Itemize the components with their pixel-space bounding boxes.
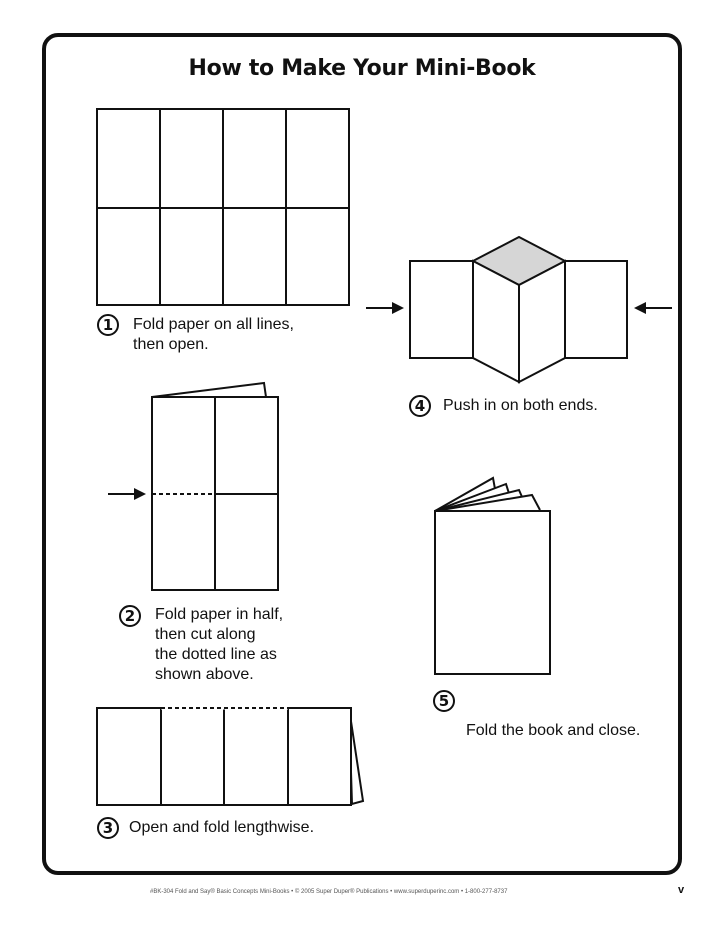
caption-line: then cut along [155, 626, 256, 643]
page-border [42, 33, 682, 875]
caption-line: Fold the book and close. [466, 722, 641, 739]
step3-lengthwise-diagram [96, 706, 365, 806]
step1-caption: Fold paper on all lines, then open. [133, 315, 294, 355]
step4-left-arrow-icon [366, 302, 404, 314]
step4-caption: Push in on both ends. [443, 396, 598, 416]
step3-caption: Open and fold lengthwise. [129, 818, 314, 838]
step-number-badge: 5 [433, 690, 455, 712]
step2-arrow-icon [108, 488, 146, 500]
step1-folded-sheet-diagram [96, 108, 350, 306]
step-number-badge: 1 [97, 314, 119, 336]
caption-line: Push in on both ends. [443, 397, 598, 414]
caption-line: Fold paper in half, [155, 606, 284, 623]
caption-line: Open and fold lengthwise. [129, 819, 315, 836]
caption-line: Fold paper on all lines, [133, 316, 294, 333]
page-title: How to Make Your Mini-Book [188, 56, 536, 81]
caption-line: then open. [133, 336, 209, 353]
step4-right-arrow-icon [634, 302, 672, 314]
step2-half-fold-diagram [151, 381, 279, 591]
step-number-badge: 2 [119, 605, 141, 627]
step2-caption: Fold paper in half, then cut along the d… [155, 605, 283, 685]
caption-line: the dotted line as [155, 646, 277, 663]
page-number: v [678, 884, 685, 896]
step-number-badge: 4 [409, 395, 431, 417]
step5-book-diagram [434, 476, 551, 675]
caption-line: shown above. [155, 666, 254, 683]
step-number-badge: 3 [97, 817, 119, 839]
step4-push-diagram [409, 235, 628, 384]
footer-credits: #BK-304 Fold and Say® Basic Concepts Min… [150, 889, 508, 895]
step5-caption: Fold the book and close. [466, 721, 640, 741]
